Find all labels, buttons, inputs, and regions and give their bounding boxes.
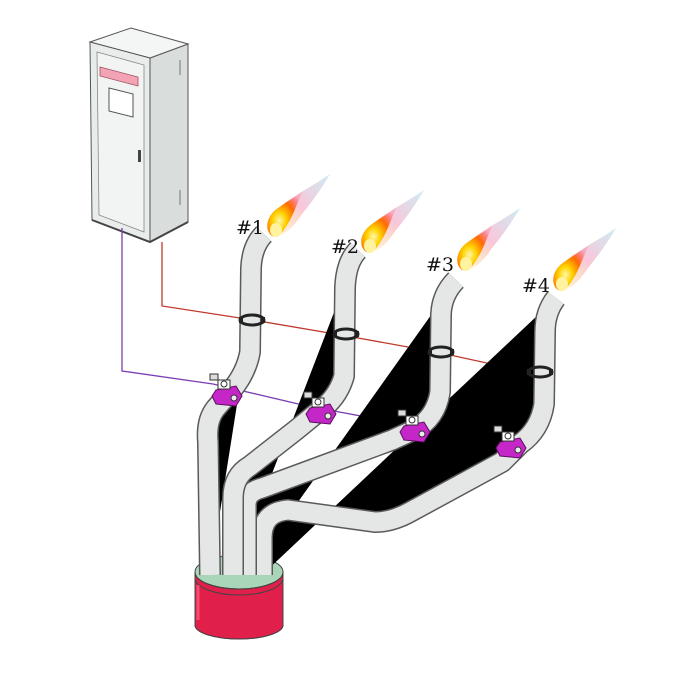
control-cabinet-icon: [88, 27, 190, 244]
red-signal-wire: [161, 242, 538, 375]
burner-label-4: #4: [522, 275, 550, 297]
burner-labels: #1 #2 #3 #4: [236, 217, 550, 297]
gas-tank-front: [194, 571, 284, 640]
flame-icon: [457, 208, 520, 271]
flame-icon: [361, 190, 424, 253]
flame-icon: [267, 174, 330, 237]
burner-label-2: #2: [331, 236, 359, 258]
burner-label-3: #3: [426, 254, 454, 276]
flame-icon: [553, 228, 616, 291]
burner-label-1: #1: [236, 217, 264, 239]
